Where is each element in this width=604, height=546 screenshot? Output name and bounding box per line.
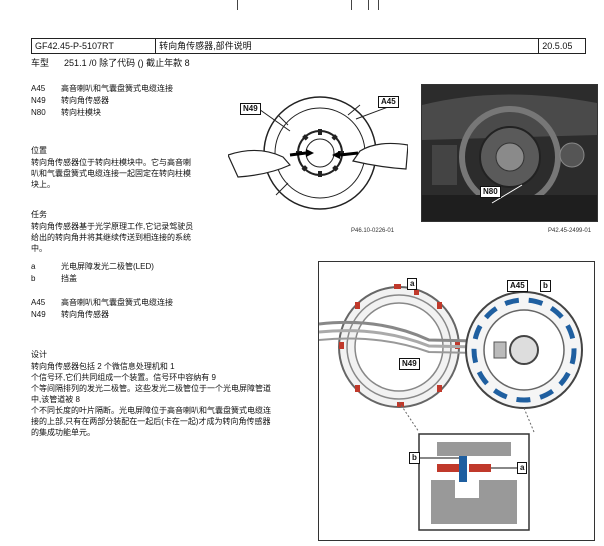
component-desc: 转向柱模块 bbox=[61, 108, 101, 117]
label-a45: A45 bbox=[378, 96, 399, 108]
task-heading: 任务 bbox=[31, 210, 47, 219]
task-line: 中。 bbox=[31, 244, 47, 253]
component-row: A45 高音喇叭和气囊盘簧式电缆连接 bbox=[31, 84, 173, 94]
figure-caption: P46.10-0226-01 bbox=[351, 228, 395, 234]
document-header: GF42.45-P-5107RT 转向角传感器,部件说明 20.5.05 bbox=[31, 38, 586, 54]
label-a45: A45 bbox=[507, 280, 528, 292]
label-n49: N49 bbox=[240, 103, 261, 115]
doc-date: 20.5.05 bbox=[542, 41, 573, 51]
top-mark bbox=[237, 0, 238, 10]
component-code: N49 bbox=[31, 96, 46, 105]
figure-dashboard-photo: N80 bbox=[421, 84, 598, 222]
legend-code: a bbox=[31, 262, 36, 271]
legend-row: b 挡盖 bbox=[31, 274, 77, 284]
component-desc: 转向角传感器 bbox=[61, 96, 109, 105]
design-line: 转向角传感器包括 2 个微信息处理机和 1 bbox=[31, 362, 175, 371]
figure-caption: P42.45-2499-01 bbox=[548, 228, 592, 234]
component-code: A45 bbox=[31, 84, 46, 93]
component-row: N49 转向角传感器 bbox=[31, 310, 109, 320]
design-heading: 设计 bbox=[31, 350, 47, 359]
dashboard-photo-art bbox=[422, 85, 597, 221]
label-detail-b: b bbox=[409, 452, 420, 464]
legend-desc: 光电屏障发光二极管(LED) bbox=[61, 262, 154, 271]
label-detail-a: a bbox=[517, 462, 528, 474]
label-b: b bbox=[540, 280, 551, 292]
location-line: 叭和气囊盘簧式电缆连接一起固定在转向柱模 bbox=[31, 169, 191, 178]
top-mark bbox=[368, 0, 369, 10]
top-mark bbox=[378, 0, 379, 10]
design-line: 个不同长度的叶片隔断。光电屏障位于高音喇叭和气囊盘簧式电缆连 bbox=[31, 406, 271, 415]
model-value: 251.1 /0 除了代码 () 截止年款 8 bbox=[64, 58, 190, 68]
component-desc: 高音喇叭和气囊盘簧式电缆连接 bbox=[61, 298, 173, 307]
design-line: 个信号环,它们共同组成一个装置。信号环中容纳有 9 bbox=[31, 373, 216, 382]
legend-row: a 光电屏障发光二极管(LED) bbox=[31, 262, 154, 272]
design-line: 个等间隔排列的发光二极管。这些发光二极管位于一个光电屏障管道 bbox=[31, 384, 271, 393]
signal-ring-art bbox=[319, 284, 583, 531]
model-label: 车型 bbox=[31, 58, 50, 68]
component-row: A45 高音喇叭和气囊盘簧式电缆连接 bbox=[31, 298, 173, 308]
doc-title: 转向角传感器,部件说明 bbox=[156, 39, 540, 53]
task-line: 转向角传感器基于光学原理工作,它记录驾驶员 bbox=[31, 222, 194, 231]
component-desc: 转向角传感器 bbox=[61, 310, 109, 319]
label-n49: N49 bbox=[399, 358, 420, 370]
component-desc: 高音喇叭和气囊盘簧式电缆连接 bbox=[61, 84, 173, 93]
design-line: 中,该管道被 8 bbox=[31, 395, 80, 404]
component-code: N49 bbox=[31, 310, 46, 319]
top-mark bbox=[351, 0, 352, 10]
legend-code: b bbox=[31, 274, 36, 283]
component-code: A45 bbox=[31, 298, 46, 307]
location-line: 转向角传感器位于转向柱模块中。它与高音喇 bbox=[31, 158, 191, 167]
legend-desc: 挡盖 bbox=[61, 274, 77, 283]
label-n80: N80 bbox=[480, 186, 501, 198]
component-code: N80 bbox=[31, 108, 46, 117]
top-strip bbox=[0, 0, 604, 12]
design-line: 接的上部,只有在两部分装配在一起后(卡在一起)才成为转向角传感器 bbox=[31, 417, 271, 426]
design-line: 的集成功能单元。 bbox=[31, 428, 95, 437]
label-a: a bbox=[407, 278, 418, 290]
doc-id: GF42.45-P-5107RT bbox=[32, 39, 157, 53]
figure-signal-ring: a A45 b N49 b a bbox=[318, 261, 595, 541]
model-line: 车型 251.1 /0 除了代码 () 截止年款 8 bbox=[31, 58, 190, 69]
task-line: 给出的转向角并将其继续传送到相连接的系统 bbox=[31, 233, 191, 242]
component-row: N80 转向柱模块 bbox=[31, 108, 101, 118]
component-row: N49 转向角传感器 bbox=[31, 96, 109, 106]
location-line: 块上。 bbox=[31, 180, 55, 189]
location-heading: 位置 bbox=[31, 146, 47, 155]
figure-steering-sensor-drawing bbox=[228, 96, 408, 210]
